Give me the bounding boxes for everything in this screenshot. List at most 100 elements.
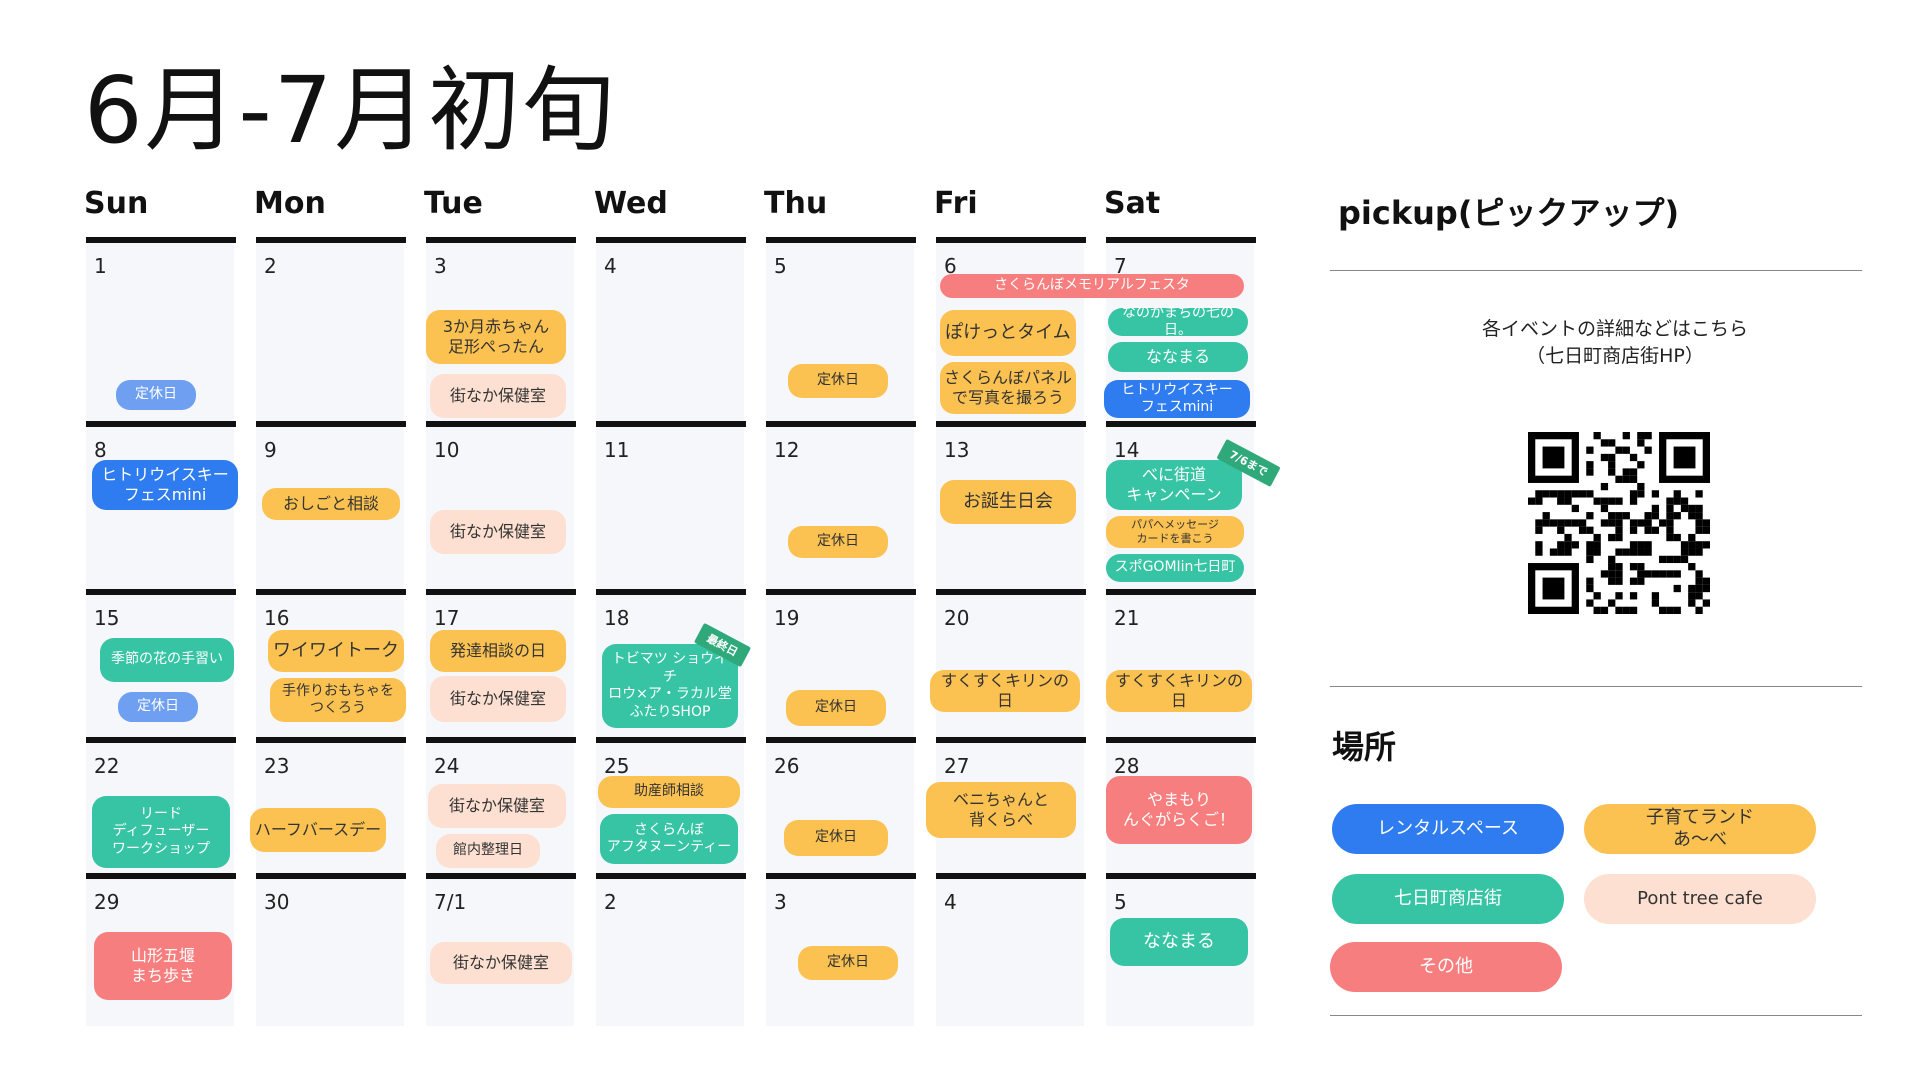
week-divider (596, 737, 746, 743)
week-divider (256, 421, 406, 427)
day-header: Fri (934, 186, 978, 221)
date-number: 10 (434, 438, 460, 462)
event-pill[interactable]: さくらんぼ アフタヌーンティー (600, 814, 738, 864)
event-pill[interactable]: ななまる (1110, 918, 1248, 966)
week-divider (86, 737, 236, 743)
event-pill[interactable]: ハーフバースデー (250, 808, 386, 852)
date-number: 15 (94, 606, 120, 630)
event-pill[interactable]: 街なか保健室 (428, 784, 566, 828)
date-number: 7 (1114, 254, 1127, 278)
event-pill[interactable]: パパへメッセージ カードを書こう (1106, 516, 1244, 548)
week-divider (596, 589, 746, 595)
date-number: 24 (434, 754, 460, 778)
event-pill[interactable]: なのかまちの七の日。 (1108, 305, 1248, 338)
event-pill[interactable]: 定休日 (116, 380, 196, 410)
date-number: 17 (434, 606, 460, 630)
pickup-title: pickup(ピックアップ) (1338, 194, 1680, 232)
week-divider (1106, 873, 1256, 879)
event-pill[interactable]: 発達相談の日 (430, 630, 566, 672)
event-pill[interactable]: 街なか保健室 (430, 374, 566, 418)
week-divider (86, 421, 236, 427)
event-pill[interactable]: 手作りおもちゃを つくろう (270, 678, 406, 722)
week-divider (426, 873, 576, 879)
event-pill[interactable]: 定休日 (118, 692, 198, 722)
event-pill[interactable]: 定休日 (786, 690, 886, 726)
date-number: 26 (774, 754, 800, 778)
date-number: 4 (944, 890, 957, 914)
week-divider (936, 873, 1086, 879)
week-divider (596, 873, 746, 879)
divider (1330, 270, 1862, 271)
event-pill[interactable]: ヒトリウイスキー フェスmini (92, 460, 238, 510)
week-divider (936, 421, 1086, 427)
event-pill[interactable]: ななまる (1108, 342, 1248, 372)
date-number: 9 (264, 438, 277, 462)
event-pill[interactable]: スポGOMIin七日町 (1106, 554, 1244, 582)
date-number: 20 (944, 606, 970, 630)
week-divider (1106, 421, 1256, 427)
event-pill[interactable]: 季節の花の手習い (100, 638, 234, 682)
pickup-info: 各イベントの詳細などはこちら （七日町商店街HP） (1380, 316, 1850, 369)
week-divider (256, 589, 406, 595)
legend-item: レンタルスペース (1332, 804, 1564, 854)
event-pill[interactable]: ぽけっとタイム (940, 310, 1076, 356)
date-number: 7/1 (434, 890, 467, 914)
week-divider (936, 589, 1086, 595)
day-header: Mon (254, 186, 326, 221)
event-pill[interactable]: 定休日 (798, 946, 898, 980)
date-number: 27 (944, 754, 970, 778)
week-divider (596, 237, 746, 243)
date-number: 11 (604, 438, 630, 462)
event-pill[interactable]: べに街道 キャンペーン (1106, 460, 1242, 510)
legend-item: 子育てランド あ～べ (1584, 804, 1816, 854)
week-divider (86, 873, 236, 879)
date-number: 8 (94, 438, 107, 462)
location-title: 場所 (1332, 728, 1397, 766)
event-pill[interactable]: おしごと相談 (262, 488, 400, 520)
event-pill[interactable]: 定休日 (788, 364, 888, 398)
legend-item: 七日町商店街 (1332, 874, 1564, 924)
event-pill[interactable]: 3か月赤ちゃん 足形ぺったん (426, 310, 566, 364)
date-number: 1 (94, 254, 107, 278)
event-pill[interactable]: 定休日 (784, 820, 888, 856)
week-divider (256, 737, 406, 743)
day-header: Wed (594, 186, 668, 221)
week-divider (426, 237, 576, 243)
event-pill[interactable]: ヒトリウイスキー フェスmini (1104, 380, 1250, 418)
date-number: 30 (264, 890, 290, 914)
event-pill[interactable]: 定休日 (788, 526, 888, 558)
event-pill[interactable]: 街なか保健室 (430, 510, 566, 554)
event-pill[interactable]: 街なか保健室 (430, 942, 572, 984)
week-divider (426, 737, 576, 743)
week-divider (1106, 737, 1256, 743)
event-pill[interactable]: やまもり んぐがらくご！ (1106, 776, 1252, 844)
divider (1330, 1015, 1862, 1016)
event-pill[interactable]: リード ディフューザー ワークショップ (92, 796, 230, 868)
date-number: 18 (604, 606, 630, 630)
page-title: 6月-7月初旬 (84, 57, 617, 164)
week-divider (936, 737, 1086, 743)
date-number: 22 (94, 754, 120, 778)
week-divider (426, 589, 576, 595)
event-pill[interactable]: さくらんぼメモリアルフェスタ (940, 274, 1244, 298)
pickup-info-line2: （七日町商店街HP） (1526, 344, 1704, 367)
divider (1330, 686, 1862, 687)
date-number: 25 (604, 754, 630, 778)
event-pill[interactable]: 街なか保健室 (430, 676, 566, 722)
event-pill[interactable]: お誕生日会 (940, 480, 1076, 524)
week-divider (256, 873, 406, 879)
day-header: Sat (1104, 186, 1161, 221)
date-number: 13 (944, 438, 970, 462)
event-pill[interactable]: すくすくキリンの日 (1106, 670, 1252, 712)
date-number: 14 (1114, 438, 1140, 462)
event-pill[interactable]: 山形五堰 まち歩き (94, 932, 232, 1000)
qr-code[interactable] (1528, 432, 1710, 614)
event-pill[interactable]: 助産師相談 (598, 776, 740, 808)
event-pill[interactable]: ベニちゃんと 背くらべ (926, 782, 1076, 838)
event-pill[interactable]: ワイワイトーク (268, 630, 404, 672)
week-divider (1106, 589, 1256, 595)
event-pill[interactable]: 館内整理日 (436, 834, 540, 868)
event-pill[interactable]: すくすくキリンの日 (930, 670, 1080, 712)
event-pill[interactable]: トビマツ ショウイチ ロウ×ア・ラカル堂 ふたりSHOP (602, 644, 738, 728)
event-pill[interactable]: さくらんぼパネル で写真を撮ろう (940, 362, 1076, 414)
